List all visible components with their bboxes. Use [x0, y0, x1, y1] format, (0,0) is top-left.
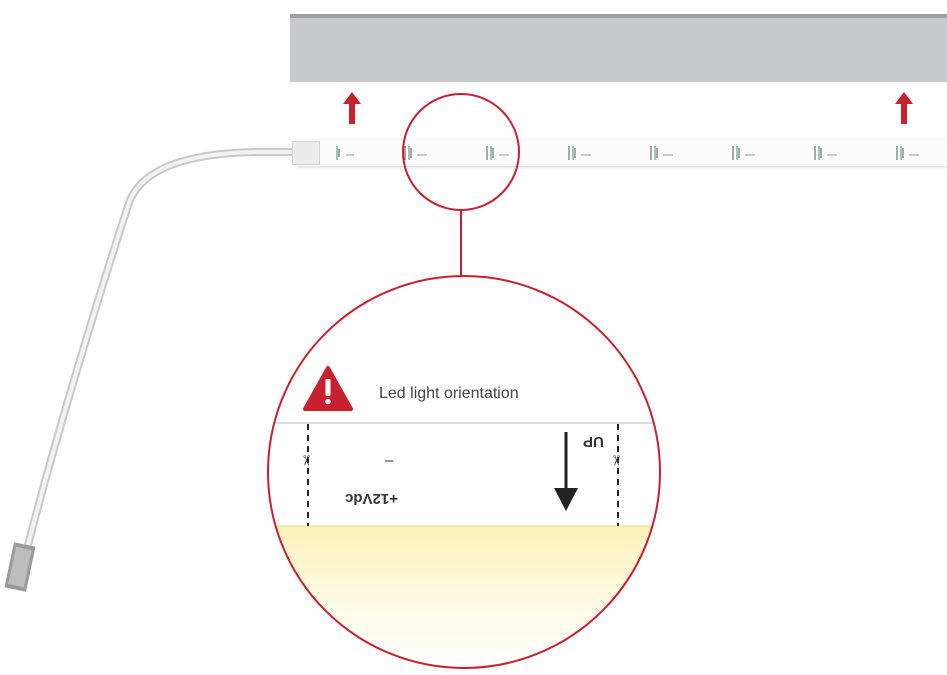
- scissors-icon: ✂: [608, 454, 625, 467]
- voltage-label: +12Vdc: [345, 490, 398, 507]
- warning-triangle-icon: [303, 366, 353, 411]
- strip-segment-mark: [336, 146, 354, 160]
- strip-segment-mark: [650, 146, 673, 160]
- strip-segment-mark: [896, 146, 919, 160]
- light-glow: [268, 526, 660, 668]
- strip-segment-mark: [814, 146, 837, 160]
- minus-label: –: [385, 452, 394, 469]
- strip-segment-mark: [486, 146, 509, 160]
- strip-segment-mark: [568, 146, 591, 160]
- arrow-up-icon: [894, 92, 914, 124]
- callout-title: Led light orientation: [379, 385, 519, 402]
- scissors-icon: ✂: [298, 454, 315, 467]
- strip-segment-mark: [732, 146, 755, 160]
- aluminum-profile: [290, 14, 947, 82]
- strip-end-cap: [292, 141, 320, 165]
- zoom-source-circle: [402, 93, 520, 211]
- arrow-up-icon: [342, 92, 362, 124]
- strip-segment-mark: [404, 146, 427, 160]
- up-label: UP: [583, 433, 604, 450]
- orientation-arrow-icon: [554, 488, 578, 511]
